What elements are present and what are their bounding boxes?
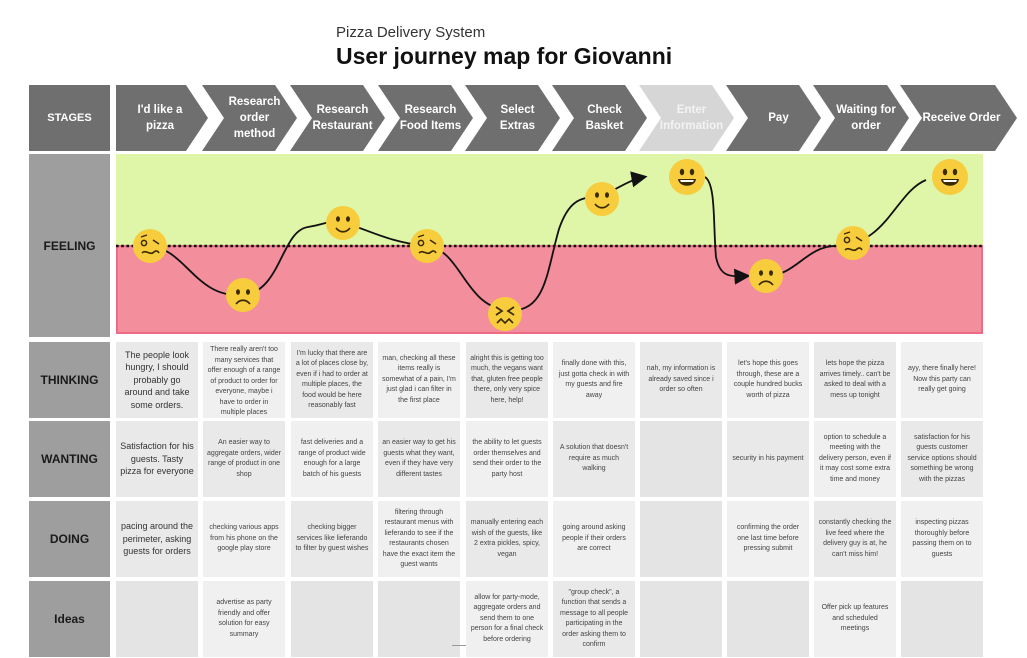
wanting-cell: Satisfaction for his guests. Tasty pizza… <box>116 421 198 497</box>
frowning-face-icon <box>226 278 260 312</box>
stage-arrow: I'd like a pizza <box>116 85 208 151</box>
page-subtitle: Pizza Delivery System <box>336 24 486 41</box>
ideas-cell <box>901 581 983 657</box>
doing-cell: inspecting pizzas thoroughly before pass… <box>901 501 983 577</box>
woozy-face-icon <box>836 226 870 260</box>
row-label-thinking: THINKING <box>29 342 110 418</box>
thinking-cell: lets hope the pizza arrives timely.. can… <box>814 342 896 418</box>
ideas-cell <box>291 581 373 657</box>
stage-arrow: Pay <box>726 85 821 151</box>
thinking-cell: The people look hungry, I should probabl… <box>116 342 198 418</box>
stage-label: Select Extras <box>499 104 536 132</box>
stage-label: Check Basket <box>585 104 624 132</box>
row-label-doing: DOING <box>29 501 110 577</box>
grinning-face-icon <box>932 159 968 195</box>
doing-cell: pacing around the perimeter, asking gues… <box>116 501 198 577</box>
thinking-cell: alright this is getting too much, the ve… <box>466 342 548 418</box>
stage-arrow: Enter Information <box>639 85 734 151</box>
row-label-feeling: FEELING <box>29 154 110 337</box>
doing-cell: checking bigger services like lieferando… <box>291 501 373 577</box>
stage-label: Research order method <box>228 96 281 140</box>
stage-label: Pay <box>768 112 789 124</box>
wanting-cell: security in his payment <box>727 421 809 497</box>
grinning-face-icon <box>669 159 705 195</box>
doing-cell: manually entering each wish of the guest… <box>466 501 548 577</box>
negative-zone <box>116 246 983 333</box>
wanting-cell: option to schedule a meeting with the de… <box>814 421 896 497</box>
stage-label: Research Food Items <box>399 104 462 132</box>
stage-label: Research Restaurant <box>312 104 373 132</box>
smiling-face-icon <box>326 206 360 240</box>
ideas-cell <box>378 581 460 657</box>
smiling-face-icon <box>585 182 619 216</box>
doing-cell: confirming the order one last time befor… <box>727 501 809 577</box>
stage-arrow: Research Restaurant <box>290 85 385 151</box>
doing-cell: constantly checking the live feed where … <box>814 501 896 577</box>
ideas-cell: Offer pick up features and scheduled mee… <box>814 581 896 657</box>
doing-cell: going around asking people if their orde… <box>553 501 635 577</box>
wanting-cell: satisfaction for his guests customer ser… <box>901 421 983 497</box>
wanting-cell: the ability to let guests order themselv… <box>466 421 548 497</box>
ideas-cell <box>640 581 722 657</box>
wanting-cell: fast deliveries and a range of product w… <box>291 421 373 497</box>
thinking-cell: finally done with this, just gotta check… <box>553 342 635 418</box>
row-label-ideas: Ideas <box>29 581 110 657</box>
wanting-cell: an easier way to get his guests what the… <box>378 421 460 497</box>
ideas-cell: "group check", a function that sends a m… <box>553 581 635 657</box>
page-title: User journey map for Giovanni <box>336 43 673 69</box>
stage-label: Enter Information <box>659 104 724 132</box>
thinking-cell: I'm lucky that there are a lot of places… <box>291 342 373 418</box>
wanting-cell: A solution that doesn't require as much … <box>553 421 635 497</box>
wanting-cell: An easier way to aggregate orders, wider… <box>203 421 285 497</box>
stage-arrow: Waiting for order <box>813 85 909 151</box>
woozy-face-icon <box>410 229 444 263</box>
frowning-face-icon <box>749 259 783 293</box>
thinking-cell: ayy, there finally here! Now this party … <box>901 342 983 418</box>
positive-zone <box>116 154 983 246</box>
stage-label: Waiting for order <box>836 104 896 132</box>
doing-cell: checking various apps from his phone on … <box>203 501 285 577</box>
thinking-cell: man, checking all these items really is … <box>378 342 460 418</box>
row-label-wanting: WANTING <box>29 421 110 497</box>
stage-label: I'd like a pizza <box>137 104 183 132</box>
stage-arrow: Check Basket <box>552 85 647 151</box>
thinking-cell: nah, my information is already saved sin… <box>640 342 722 418</box>
wanting-cell <box>640 421 722 497</box>
ideas-cell <box>116 581 198 657</box>
feeling-curve-chart <box>116 154 983 334</box>
divider <box>452 645 466 646</box>
journey-line <box>704 176 751 285</box>
ideas-cell <box>727 581 809 657</box>
ideas-cell: allow for party-mode, aggregate orders a… <box>466 581 548 657</box>
ideas-cell: advertise as party friendly and offer so… <box>203 581 285 657</box>
stage-arrow: Select Extras <box>465 85 560 151</box>
doing-cell: filtering through restaurant menus with … <box>378 501 460 577</box>
stage-arrow: Research Food Items <box>378 85 473 151</box>
doing-cell <box>640 501 722 577</box>
thinking-cell: There really aren't too many services th… <box>203 342 285 418</box>
stage-arrow: Research order method <box>202 85 297 151</box>
confounded-face-icon <box>488 297 522 331</box>
stage-arrow: Receive Order <box>900 85 1017 151</box>
journey-line <box>765 179 927 277</box>
row-label-stages: STAGES <box>29 85 110 151</box>
thinking-cell: let's hope this goes through, these are … <box>727 342 809 418</box>
woozy-face-icon <box>133 229 167 263</box>
stage-label: Receive Order <box>922 112 1001 124</box>
